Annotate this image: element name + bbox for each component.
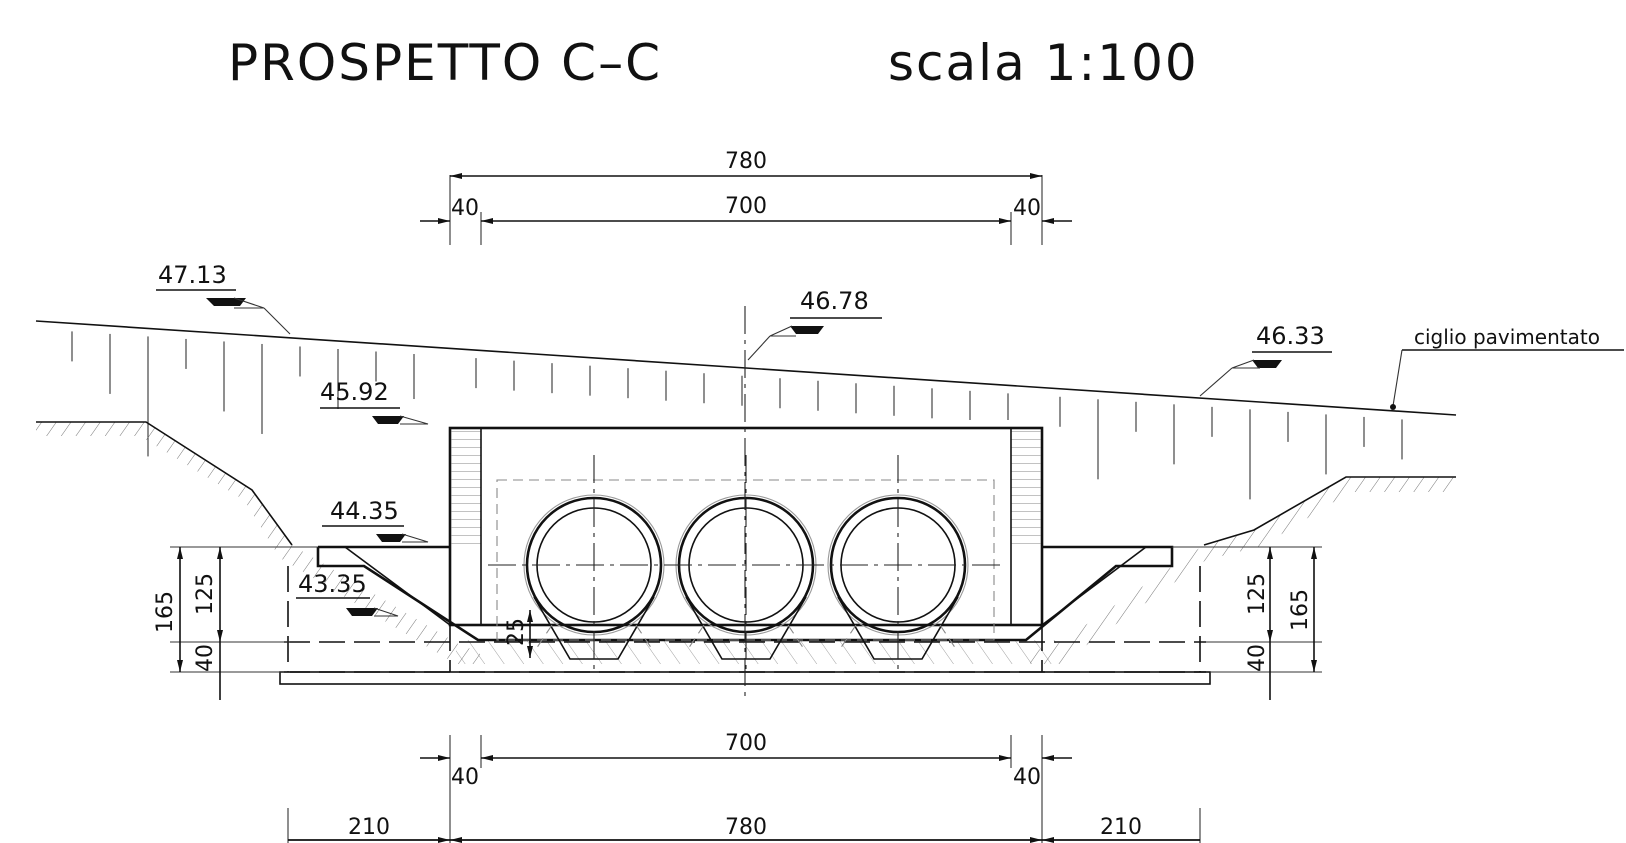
level-4435-text: 44.35 <box>330 497 399 525</box>
level-marker-4335: 43.35 <box>296 570 399 617</box>
level-marker-4633: 46.33 <box>1199 322 1332 397</box>
slab-step-dimension: 25 <box>504 610 533 658</box>
terrain-left <box>36 421 480 664</box>
level-marker-4435: 44.35 <box>322 497 429 543</box>
ground-line <box>35 320 1457 416</box>
drawing-title: PROSPETTO C–C <box>228 34 662 92</box>
level-4713-text: 47.13 <box>158 261 227 289</box>
dim-bottom-wall-right: 40 <box>1013 765 1041 790</box>
level-4335-text: 43.35 <box>298 570 367 598</box>
left-vertical-dimensions: 165 125 40 <box>153 546 318 700</box>
dim-bottom-wall-left: 40 <box>451 765 479 790</box>
level-marker-4678: 46.78 <box>747 287 882 361</box>
dim-bottom-right-wing: 210 <box>1100 815 1142 840</box>
top-dimensions: 780 700 40 40 <box>420 149 1072 245</box>
pipe-cradle-dash <box>535 624 553 650</box>
road-edge-annotation: ciglio pavimentato <box>1390 325 1624 410</box>
level-4592-text: 45.92 <box>320 378 389 406</box>
left-wall-fill <box>451 429 481 547</box>
right-vertical-dimensions: 125 165 40 <box>1172 546 1322 700</box>
pipe-cradle-dash <box>839 624 857 650</box>
box-culvert-structure <box>279 426 1211 685</box>
dim-top-wall-left: 40 <box>451 196 479 221</box>
pipe-cradle-dash <box>939 624 957 650</box>
pipe-cradle-dash <box>687 624 705 650</box>
pipe-cradle-dash <box>635 624 653 650</box>
dim-slab-step: 25 <box>504 618 529 646</box>
wingwall-right-slope <box>1041 546 1147 626</box>
dim-right-total: 165 <box>1288 589 1313 631</box>
title-block: PROSPETTO C–C scala 1:100 <box>228 34 1199 92</box>
road-edge-label: ciglio pavimentato <box>1414 325 1600 349</box>
wingwall-left-slope <box>344 546 451 626</box>
level-4678-text: 46.78 <box>800 287 869 315</box>
dim-right-lower: 40 <box>1245 644 1270 672</box>
dim-bottom-inner: 700 <box>725 731 767 756</box>
dim-left-total: 165 <box>153 591 178 633</box>
level-4633-text: 46.33 <box>1256 322 1325 350</box>
dim-top-wall-right: 40 <box>1013 196 1041 221</box>
level-marker-4592: 45.92 <box>320 378 429 425</box>
dim-right-upper: 125 <box>1245 573 1270 615</box>
dim-top-overall: 780 <box>725 149 767 174</box>
right-wall-fill <box>1011 429 1041 547</box>
trench-bottom-hatch <box>456 640 1056 664</box>
terrain-right-edge <box>1203 476 1456 546</box>
dim-left-lower: 40 <box>193 644 218 672</box>
wingwall-outline <box>316 545 1174 642</box>
ground-surface <box>35 320 1457 500</box>
terrain-left-edge <box>36 421 293 546</box>
dim-bottom-left-wing: 210 <box>348 815 390 840</box>
level-markers: 47.13 46.78 46.33 45.92 <box>156 261 1332 617</box>
dim-bottom-overall: 780 <box>725 815 767 840</box>
pipe-cradle-dash <box>787 624 805 650</box>
dim-left-upper: 125 <box>193 573 218 615</box>
drawing-scale: scala 1:100 <box>888 34 1199 92</box>
bottom-dimensions: 700 40 40 210 780 210 <box>287 731 1201 843</box>
terrain-right <box>1030 476 1456 664</box>
level-marker-4713: 47.13 <box>156 261 291 335</box>
dim-top-inner: 700 <box>725 194 767 219</box>
ground-tick-marks <box>71 331 1403 500</box>
road-edge-point <box>1390 404 1396 410</box>
